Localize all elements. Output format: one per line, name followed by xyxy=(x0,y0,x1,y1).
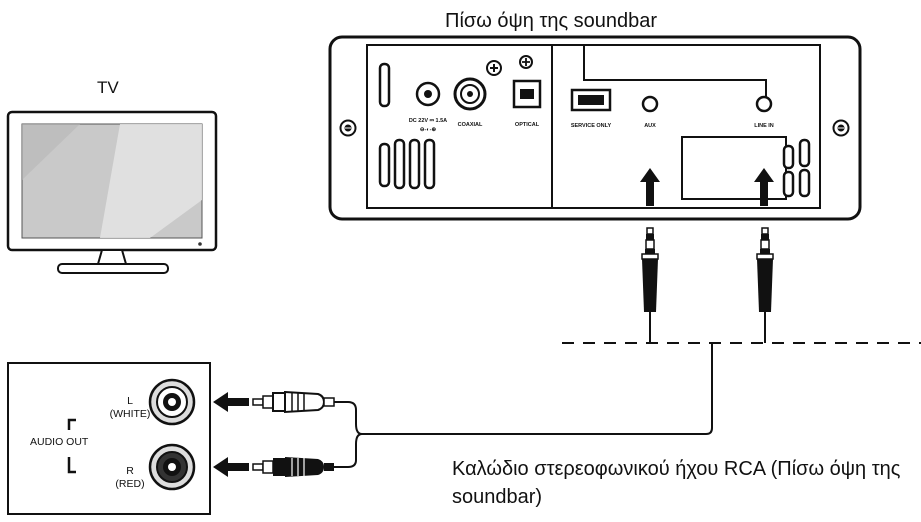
rca-plug-red xyxy=(252,457,334,477)
coaxial-label: COAXIAL xyxy=(458,122,483,128)
service-port xyxy=(570,88,612,112)
optical-label: OPTICAL xyxy=(515,122,540,128)
tv-illustration xyxy=(6,110,218,274)
arrow-to-red-jack xyxy=(213,457,249,477)
bracket-bottom xyxy=(67,457,76,474)
cable-branch-red xyxy=(333,433,363,468)
screw-right xyxy=(832,119,850,137)
rca-jack-red xyxy=(148,443,196,491)
arrow-to-aux xyxy=(640,168,660,206)
jack-plug-right xyxy=(756,227,774,343)
dc-power-port xyxy=(415,81,441,107)
aux-port xyxy=(641,95,659,113)
arrow-to-white-jack xyxy=(213,392,249,412)
optical-port xyxy=(512,55,542,109)
vent-slots-right xyxy=(782,138,811,198)
jack-plug-left xyxy=(641,227,659,343)
right-channel-label: R xyxy=(126,465,134,477)
cable-branch-white xyxy=(333,401,363,435)
line-in-port xyxy=(755,95,773,113)
main-cable xyxy=(362,343,713,435)
screw-top-1 xyxy=(486,60,502,76)
dc-power-label: DC 22V ⎓ 1.5A xyxy=(409,118,447,124)
tv-caption: TV xyxy=(97,78,119,97)
left-channel-label: L xyxy=(127,395,133,407)
rca-jack-white xyxy=(148,378,196,426)
rca-plug-white xyxy=(252,390,335,414)
soundbar-back-panel: DC 22V ⎓ 1.5A ⊖-◐-⊕ COAXIAL OPTICAL xyxy=(328,35,862,221)
audio-out-label: AUDIO OUT xyxy=(30,436,89,448)
soundbar-back-caption: Πίσω όψη της soundbar xyxy=(445,10,658,32)
aux-label: AUX xyxy=(644,123,656,129)
right-compartment xyxy=(681,136,787,200)
vent-slots-left xyxy=(378,62,436,190)
cable-caption: Καλώδιο στερεοφωνικού ήχου RCA (Πίσω όψη… xyxy=(452,458,901,508)
service-label: SERVICE ONLY xyxy=(571,123,612,129)
screw-left xyxy=(339,119,357,137)
arrow-to-line-in xyxy=(754,168,774,206)
dc-polarity-symbol: ⊖-◐-⊕ xyxy=(420,127,437,133)
tv-audio-panel: L (WHITE) AUDIO OUT R (RED) xyxy=(7,362,211,515)
left-channel-color: (WHITE) xyxy=(110,408,151,420)
coaxial-port xyxy=(453,77,487,111)
inner-trim-line xyxy=(583,45,767,98)
right-channel-color: (RED) xyxy=(115,478,144,490)
line-in-label: LINE IN xyxy=(754,123,774,129)
bracket-top xyxy=(67,418,76,430)
